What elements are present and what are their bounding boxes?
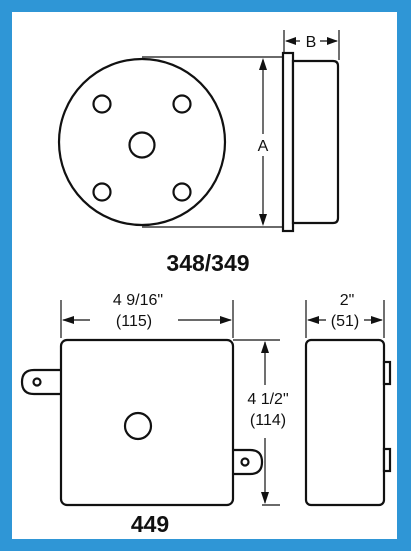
- width-mm-label: (115): [116, 313, 152, 330]
- dim-b-line: [285, 37, 338, 45]
- side-tab-bottom: [382, 447, 392, 473]
- side-flange: [281, 51, 295, 233]
- height-inches-label: 4 1/2": [247, 391, 288, 408]
- mounting-ear-left-hole: [32, 377, 42, 387]
- side-body-449: [304, 338, 386, 507]
- model-label-348-349: 348/349: [166, 250, 249, 276]
- width-inches-label: 4 9/16": [113, 292, 163, 309]
- depth-mm-label: (51): [331, 313, 359, 330]
- mounting-hole-bottom-left: [92, 182, 112, 202]
- mounting-hole-bottom-right: [172, 182, 192, 202]
- mounting-hole-top-left: [92, 94, 112, 114]
- model-label-449: 449: [131, 511, 169, 537]
- width-dimension-line: [62, 316, 232, 324]
- center-hole: [128, 131, 156, 159]
- dim-a-line: [259, 58, 267, 226]
- side-body: [291, 59, 340, 225]
- round-unit-side-view: [281, 51, 340, 233]
- depth-dimension-line: [307, 316, 383, 324]
- square-center-hole: [123, 411, 153, 441]
- depth-inches-label: 2": [340, 292, 355, 309]
- height-mm-label: (114): [250, 412, 286, 429]
- mounting-ear-right-hole: [240, 457, 250, 467]
- square-unit-side-view: [304, 338, 392, 507]
- mounting-hole-top-right: [172, 94, 192, 114]
- round-unit-front-view: [57, 57, 227, 227]
- dim-a-label: A: [258, 138, 269, 155]
- height-dimension-line: [261, 341, 269, 504]
- dim-b-label: B: [306, 34, 317, 51]
- side-tab-top: [382, 360, 392, 386]
- mounting-ear-left: [20, 368, 62, 396]
